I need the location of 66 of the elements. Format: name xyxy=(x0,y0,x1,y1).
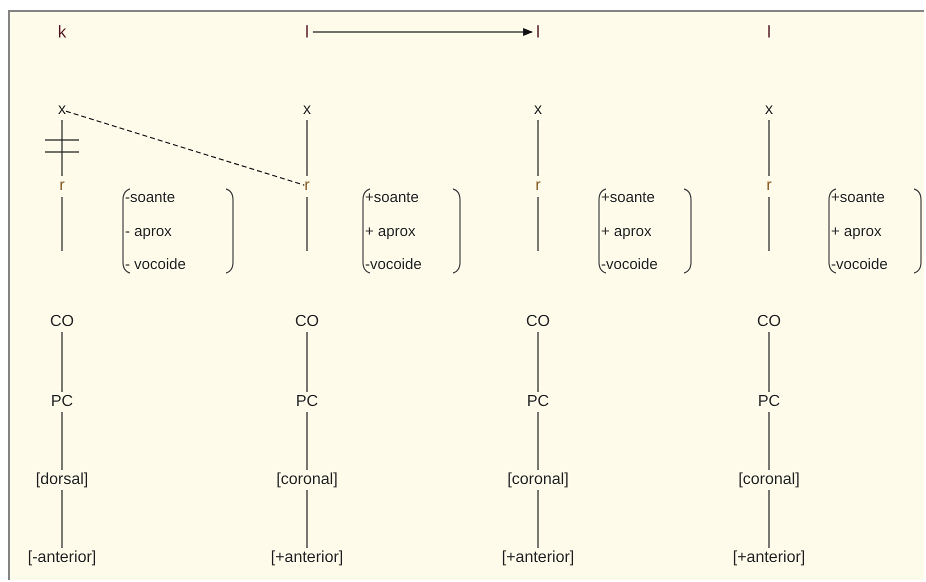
node-label: PC xyxy=(296,393,318,411)
association-line xyxy=(306,197,308,251)
feature-label: [coronal] xyxy=(507,471,569,489)
association-line xyxy=(768,197,770,251)
feature-matrix xyxy=(362,188,461,274)
feature-value: - vocoide xyxy=(125,257,187,272)
root-node-label: r xyxy=(59,177,65,195)
feature-value: + aprox xyxy=(365,224,416,238)
feature-matrix xyxy=(122,188,234,274)
association-line xyxy=(537,412,539,470)
feature-label: [coronal] xyxy=(276,471,338,489)
root-node-label: r xyxy=(535,177,541,195)
association-line xyxy=(61,197,63,251)
root-node-label: r xyxy=(766,177,772,195)
node-label: PC xyxy=(758,393,780,411)
association-line xyxy=(61,120,63,176)
association-line xyxy=(768,412,770,470)
arrow xyxy=(312,28,534,36)
association-line xyxy=(768,490,770,548)
association-line xyxy=(768,120,770,176)
feature-label: [dorsal] xyxy=(36,471,88,489)
node-label: CO xyxy=(50,313,74,331)
feature-label: [+anterior] xyxy=(502,549,574,567)
node-label: CO xyxy=(526,313,550,331)
association-line xyxy=(537,332,539,392)
timing-slot-label: x xyxy=(765,101,773,119)
association-line xyxy=(61,412,63,470)
dashed-association-line xyxy=(66,110,305,186)
association-line xyxy=(537,197,539,251)
feature-matrix xyxy=(598,188,692,274)
feature-label: [+anterior] xyxy=(732,549,806,567)
feature-value: + aprox xyxy=(601,224,652,238)
node-label: CO xyxy=(757,313,781,331)
feature-value: +soante xyxy=(365,190,420,205)
timing-slot-label: x xyxy=(534,101,542,119)
feature-value: +soante xyxy=(831,190,886,205)
node-label: PC xyxy=(526,393,550,411)
segment-label: l xyxy=(305,22,309,42)
feature-value: -vocoide xyxy=(601,257,659,272)
association-line xyxy=(768,332,770,392)
association-line xyxy=(306,412,308,470)
association-line xyxy=(306,120,308,176)
root-node-label: r xyxy=(304,177,310,195)
feature-value: -vocoide xyxy=(365,257,423,272)
node-label: CO xyxy=(295,313,319,331)
node-label: PC xyxy=(50,393,74,411)
segment-label: k xyxy=(58,22,66,42)
association-line xyxy=(537,120,539,176)
feature-label: [+anterior] xyxy=(270,549,344,567)
feature-value: +soante xyxy=(601,190,656,205)
association-line xyxy=(537,490,539,548)
timing-slot-label: x xyxy=(58,101,66,119)
association-line xyxy=(306,490,308,548)
association-line xyxy=(306,332,308,392)
timing-slot-label: x xyxy=(303,101,311,119)
association-line xyxy=(61,490,63,548)
feature-label: [coronal] xyxy=(738,471,800,489)
feature-value: -vocoide xyxy=(831,257,889,272)
segment-label: l xyxy=(536,22,540,42)
feature-value: + aprox xyxy=(831,224,882,238)
association-line xyxy=(61,332,63,392)
feature-label: [-anterior] xyxy=(28,549,96,567)
feature-value: -soante xyxy=(125,190,176,205)
feature-value: - aprox xyxy=(125,224,173,238)
feature-matrix xyxy=(828,188,922,274)
segment-label: l xyxy=(767,22,771,42)
